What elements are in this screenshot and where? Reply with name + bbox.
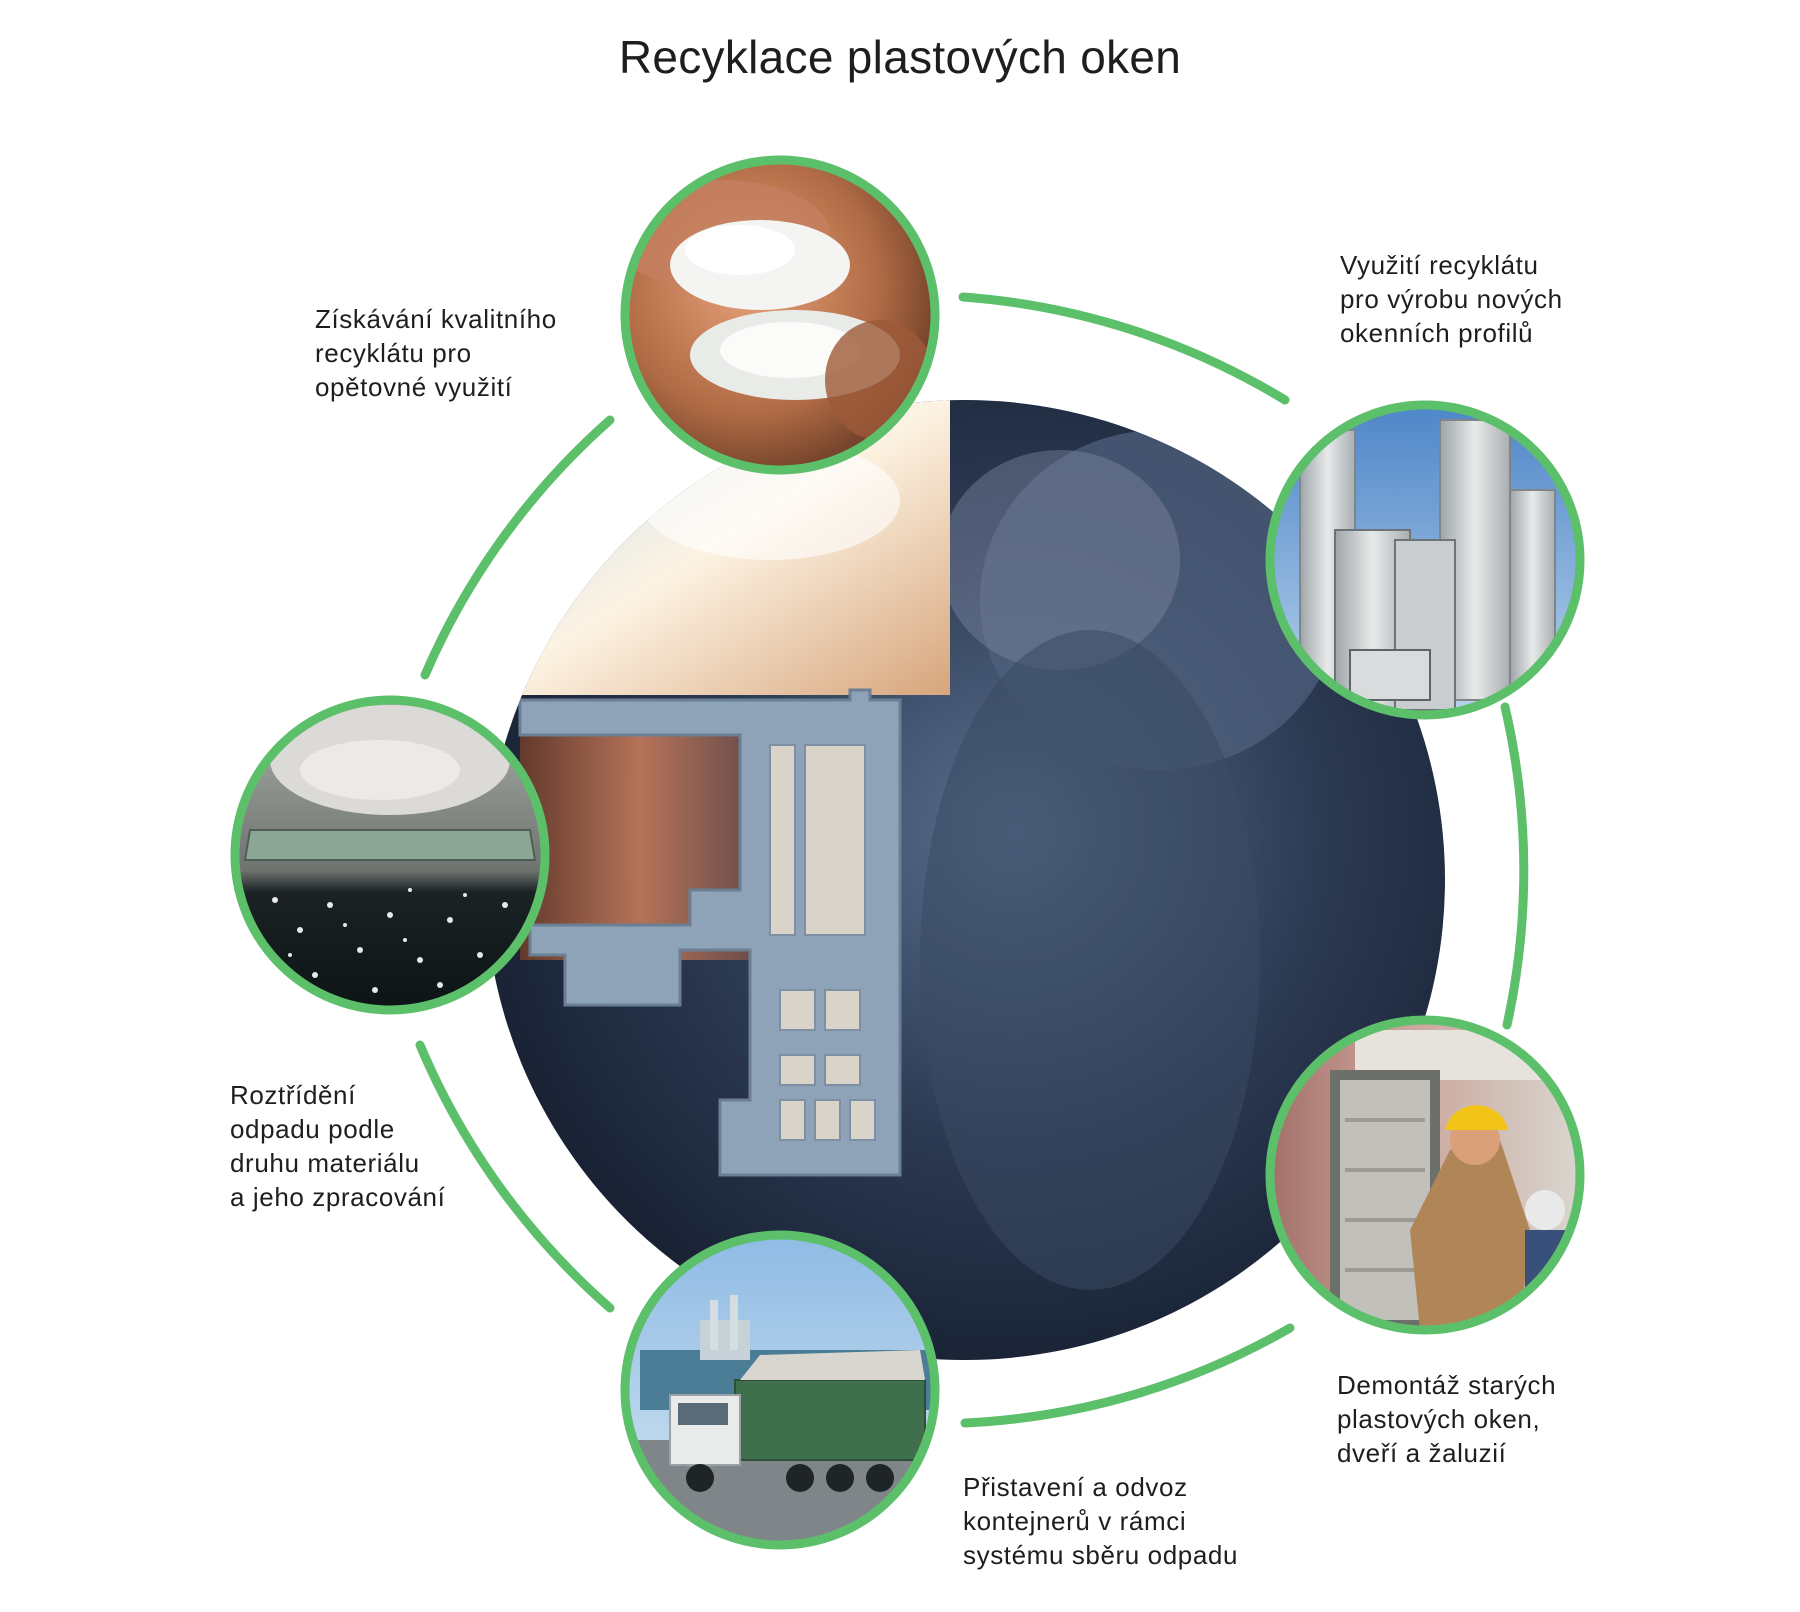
connector-arc-1-2 bbox=[958, 292, 1290, 405]
step-2-ring bbox=[1265, 400, 1585, 720]
cycle-ring bbox=[415, 292, 1529, 1428]
step-1-photo bbox=[620, 155, 940, 475]
step-5-label-line: druhu materiálu bbox=[230, 1148, 420, 1178]
step-3-label-line: plastových oken, bbox=[1337, 1404, 1541, 1434]
connector-arc-2-3 bbox=[1500, 702, 1529, 1030]
step-3-label-line: Demontáž starých bbox=[1337, 1370, 1557, 1400]
step-1-label-line: recyklátu pro bbox=[315, 338, 472, 368]
step-5-label-line: a jeho zpracování bbox=[230, 1182, 446, 1212]
diagram-title: Recyklace plastových oken bbox=[618, 31, 1182, 83]
connector-arc-3-4 bbox=[960, 1323, 1295, 1428]
truck-with-container-photo bbox=[625, 1235, 935, 1545]
step-2-label-line: okenních profilů bbox=[1340, 318, 1534, 348]
step-5-label-line: odpadu podle bbox=[230, 1114, 395, 1144]
step-3-ring bbox=[1265, 1015, 1585, 1335]
step-4-label-line: Přistavení a odvoz bbox=[963, 1472, 1188, 1502]
step-2-label-line: Využití recyklátu bbox=[1340, 250, 1539, 280]
sorting-conveyor-photo bbox=[235, 700, 545, 1010]
step-5-label-line: Roztřídění bbox=[230, 1080, 356, 1110]
step-1-label-line: opětovné využití bbox=[315, 372, 513, 402]
step-4-photo bbox=[620, 1230, 940, 1550]
step-1-label: Získávání kvalitního recyklátu pro opěto… bbox=[315, 302, 557, 404]
connector-arc-5-1 bbox=[420, 415, 615, 680]
step-1-label-line: Získávání kvalitního bbox=[315, 304, 557, 334]
step-1-ring bbox=[620, 155, 940, 475]
step-4-label-line: kontejnerů v rámci bbox=[963, 1506, 1187, 1536]
new-window-profiles-photo bbox=[1270, 405, 1580, 715]
step-2-label-line: pro výrobu nových bbox=[1340, 284, 1563, 314]
step-4-label-line: systému sběru odpadu bbox=[963, 1540, 1239, 1570]
step-2-photo bbox=[1265, 400, 1585, 720]
step-3-label: Demontáž starých plastových oken, dveří … bbox=[1337, 1368, 1556, 1470]
step-2-label: Využití recyklátu pro výrobu nových oken… bbox=[1340, 248, 1563, 350]
step-5-photo bbox=[230, 695, 550, 1015]
step-3-photo bbox=[1265, 1015, 1585, 1335]
step-5-label: Roztřídění odpadu podle druhu materiálu … bbox=[230, 1078, 445, 1214]
step-5-ring bbox=[230, 695, 550, 1015]
step-3-label-line: dveří a žaluzií bbox=[1337, 1438, 1507, 1468]
step-4-label: Přistavení a odvoz kontejnerů v rámci sy… bbox=[963, 1470, 1238, 1572]
workers-dismantling-window-photo bbox=[1270, 1020, 1580, 1330]
connector-arc-4-5 bbox=[415, 1040, 615, 1313]
step-4-ring bbox=[620, 1230, 940, 1550]
